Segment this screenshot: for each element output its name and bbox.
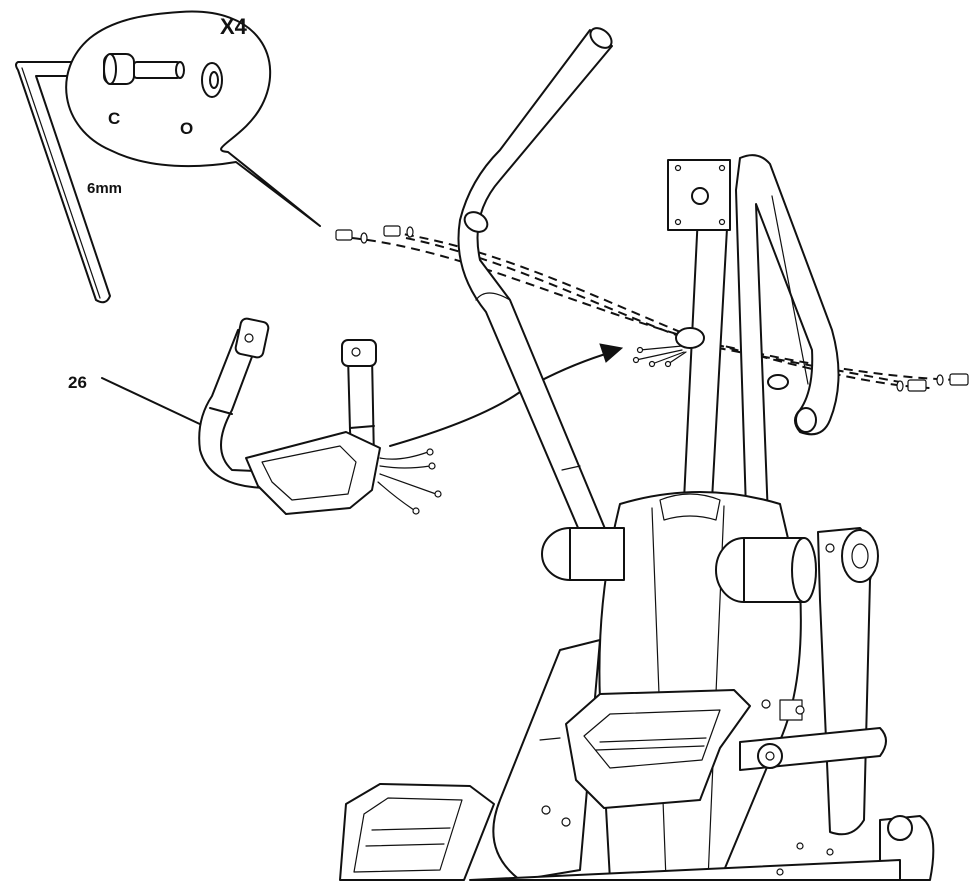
pedal-right	[565, 689, 751, 809]
arrowhead-icon	[599, 343, 624, 363]
washer-icon	[201, 62, 223, 98]
washer-label: O	[180, 119, 193, 138]
part-leader-line	[101, 377, 205, 427]
pedal-left	[339, 783, 495, 881]
bolt-path-lines	[351, 231, 961, 389]
frame-wire-ends	[632, 345, 687, 368]
bolt-label: C	[108, 109, 120, 128]
part-number-label: 26	[68, 373, 87, 392]
handlebar-assembly	[198, 317, 442, 515]
elliptical-frame	[339, 27, 935, 881]
bolt-icon	[103, 53, 185, 85]
quantity-label: X4	[220, 14, 248, 39]
bolt-set-right	[896, 373, 969, 392]
tool-size-label: 6mm	[87, 180, 122, 197]
bolt-set-left	[335, 225, 414, 244]
hardware-callout: X4 C O	[65, 10, 321, 227]
install-arrow	[389, 351, 613, 447]
